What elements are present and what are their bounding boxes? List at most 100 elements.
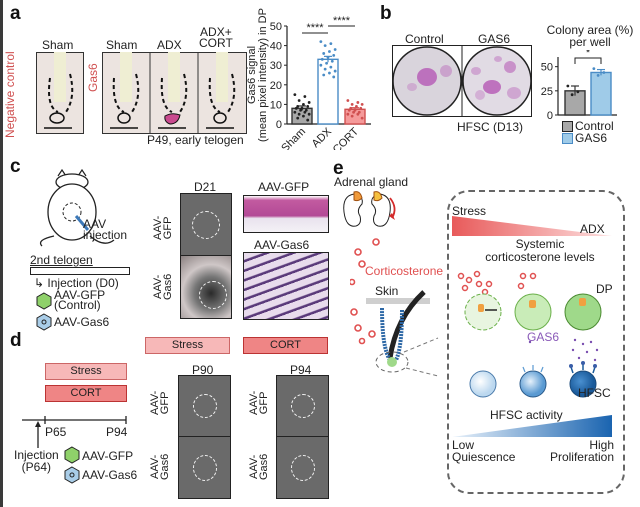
row-label-gas6-cort: AAV-Gas6 [248,453,270,480]
data-point [347,108,351,112]
y-axis-label: (mean pixel intensity) in DP [257,8,269,142]
data-point [294,106,298,110]
data-point [332,75,336,79]
corticosterone-dots [350,238,380,345]
second-telogen-label: 2nd telogen [30,253,93,267]
data-point [322,73,326,77]
row-label-gas6-stress: AAV-Gas6 [149,453,171,480]
data-point [355,104,358,108]
header-control: Control [405,32,444,46]
skin-image-gfp-stress [178,375,231,438]
skin-image-aav-gfp-d21 [180,193,232,257]
figure-border [0,0,3,507]
panel-label-b: b [380,3,392,24]
histology-sham [110,52,140,129]
data-point [302,114,305,118]
significance-label: **** [306,22,324,34]
legend-aav-gfp-d: AAV-GFP [82,449,134,463]
y-tick-label: 50 [541,62,553,74]
panel-label-c: c [10,156,21,177]
dp-cell-3 [564,293,602,331]
data-point [360,116,364,120]
chart-b-title: Colony area (%)per well [546,23,634,49]
corticosterone-gradient-triangle [452,216,612,236]
skin-image-gas6-stress [178,436,231,499]
aav-gas6-hexagon-icon-d [64,466,80,484]
legend-aav-gas6: AAV-Gas6 [54,315,110,329]
time-p94: P94 [290,363,312,377]
data-point [350,103,354,106]
data-point [349,106,353,110]
corticosterone-label: Corticosterone [365,264,444,278]
gas6-secreted-label: GAS6 [527,330,560,344]
y-tick-label: 25 [541,86,553,98]
data-point [352,110,355,114]
d21-label: D21 [194,180,217,194]
significance-label: **** [333,15,351,27]
data-point [320,57,324,61]
data-point [306,104,310,108]
hfsc-cell-1 [469,370,497,398]
dp-cell-1 [464,293,502,331]
timeline-bar [30,267,130,275]
header-gas6: GAS6 [478,32,511,46]
legend-aav-gfp: AAV-GFP(Control) [54,288,106,312]
chart-b-legend: Control GAS6 [562,119,614,145]
row-label-aav-gfp-c: AAV-GFP [152,215,174,240]
data-point [356,112,360,116]
significance-label: * [586,50,591,59]
data-point [322,52,326,55]
stress-label: Stress [452,204,487,218]
data-point [306,118,310,122]
significance-bracket [574,57,602,64]
cort-bar: CORT [45,385,127,402]
header-sham: Sham [106,38,138,52]
aav-gas6-hexagon-icon [36,313,52,331]
tick-p94: P94 [106,425,128,439]
data-point [346,99,350,102]
mechanism-box [447,190,625,494]
data-point [323,44,327,47]
data-point [570,93,574,97]
data-point [326,55,330,59]
data-point [302,103,305,106]
tick-p65: P65 [45,425,67,439]
data-point [329,42,333,46]
histology-label-aav-gfp: AAV-GFP [258,180,310,194]
header-sham-negative: Sham [42,38,74,52]
histology-adx-cort [206,52,236,129]
histology-adx [158,52,188,129]
hfsc-cell-3 [569,370,597,398]
data-point [592,67,596,70]
data-point [357,110,361,114]
header-cort-group: CORT [243,337,328,354]
data-point [299,108,302,112]
y-tick-label: 50 [270,21,282,33]
hair-follicle-icon [366,290,439,377]
timeline-d [22,416,127,448]
data-point [359,106,363,110]
data-point [353,108,357,112]
caption-hfsc-d13: HFSC (D13) [457,120,524,134]
data-point [319,40,323,44]
y-tick-label: 10 [270,99,282,111]
data-point [303,110,307,114]
data-point [293,93,297,96]
aav-gfp-hexagon-icon-d [64,446,80,464]
kidney-adrenal-icon [343,191,396,227]
time-p90: P90 [192,363,214,377]
bar-gas6 [590,71,612,116]
legend-swatch-gas6 [562,132,573,144]
skin-image-aav-gas6-d21 [180,255,232,319]
adrenal-gland-label: Adrenal gland [334,175,409,189]
stress-bar: Stress [45,363,127,380]
hfsc-label: HFSC [578,386,611,400]
data-point [346,112,350,116]
data-point [296,104,300,108]
injection-p64-label: Injection(P64) [14,448,59,474]
data-point [328,50,331,53]
caption-p49: P49, early telogen [147,133,244,147]
